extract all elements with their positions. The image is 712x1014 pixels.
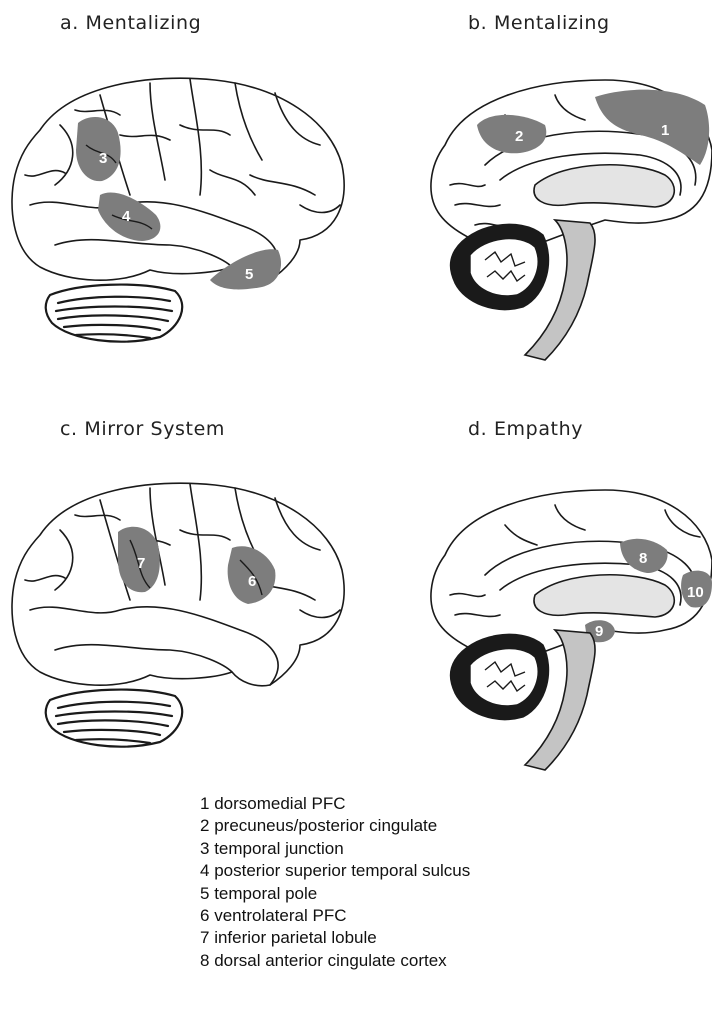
lateral-brain-mentalizing: 3 4 5 [0, 55, 350, 375]
region-7-label: 7 [137, 555, 145, 572]
region-4-label: 4 [122, 208, 131, 225]
region-2-label: 2 [515, 128, 523, 145]
medial-brain-mentalizing: 2 1 [415, 55, 712, 365]
legend-item: 3 temporal junction [200, 838, 470, 860]
region-1-label: 1 [661, 122, 669, 139]
panel-c-title: c. Mirror System [60, 418, 225, 440]
medial-brain-empathy: 8 10 9 [415, 465, 712, 775]
legend-item: 7 inferior parietal lobule [200, 927, 470, 949]
region-legend: 1 dorsomedial PFC 2 precuneus/posterior … [200, 793, 470, 972]
legend-item: 8 dorsal anterior cingulate cortex [200, 950, 470, 972]
region-6-label: 6 [248, 573, 256, 590]
legend-item: 5 temporal pole [200, 883, 470, 905]
panel-b-title: b. Mentalizing [468, 12, 610, 34]
lateral-brain-mirror-system: 7 6 [0, 460, 350, 780]
region-5-label: 5 [245, 266, 253, 283]
legend-item: 4 posterior superior temporal sulcus [200, 860, 470, 882]
panel-d-title: d. Empathy [468, 418, 583, 440]
region-9-label: 9 [595, 623, 603, 640]
legend-item: 6 ventrolateral PFC [200, 905, 470, 927]
region-3-label: 3 [99, 150, 107, 167]
region-10-label: 10 [687, 584, 704, 601]
legend-item: 1 dorsomedial PFC [200, 793, 470, 815]
legend-item: 2 precuneus/posterior cingulate [200, 815, 470, 837]
panel-a-title: a. Mentalizing [60, 12, 201, 34]
region-8-label: 8 [639, 550, 647, 567]
